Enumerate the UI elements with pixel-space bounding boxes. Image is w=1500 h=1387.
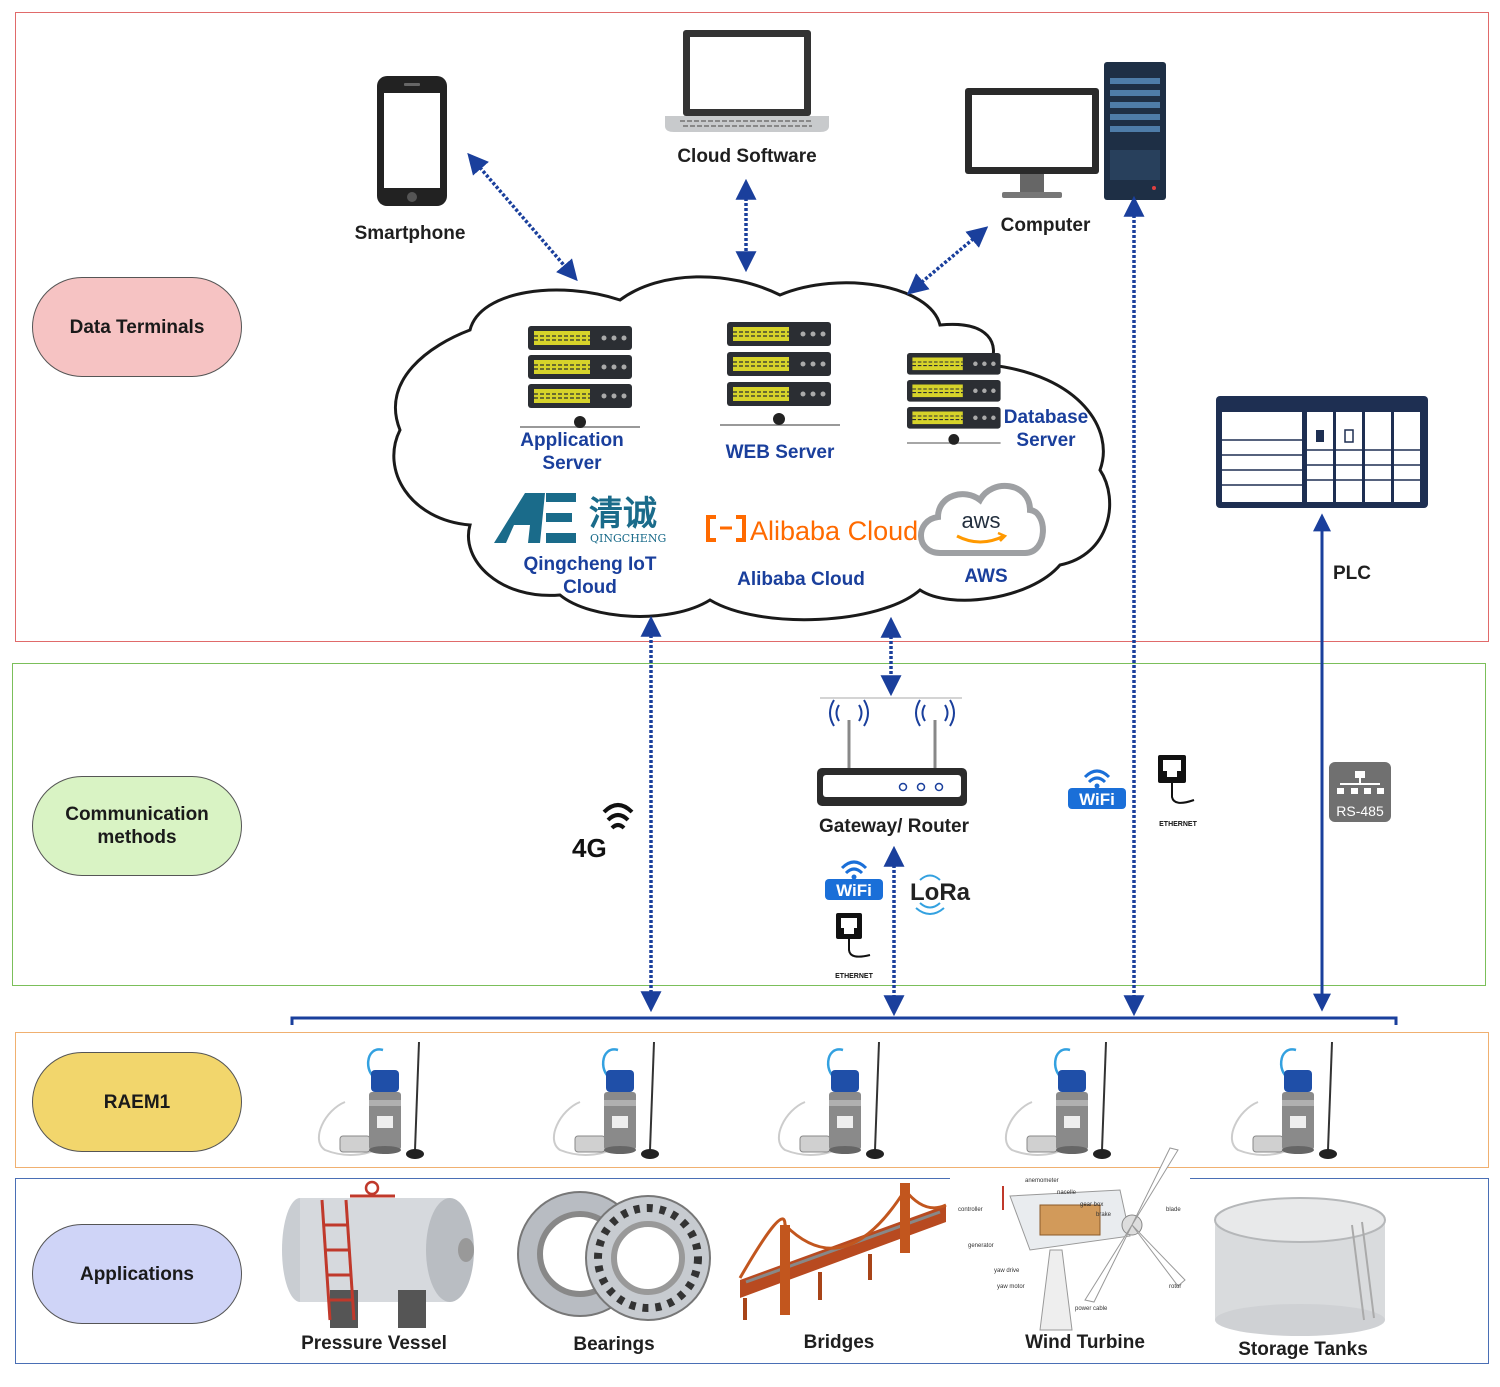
- plc-icon: [1216, 396, 1428, 508]
- laptop-icon: [665, 30, 829, 132]
- wind-turbine-icon: [950, 1147, 1190, 1331]
- turbine-part-labels: anemometer nacelle gear box brake contro…: [958, 1178, 1181, 1312]
- storage-tanks-label: Storage Tanks: [1238, 1339, 1368, 1360]
- data-terminals-label: Data Terminals: [32, 277, 242, 377]
- database-server-label: Database Server: [1003, 407, 1089, 451]
- alibaba-logo-text: Alibaba Cloud: [750, 516, 918, 546]
- storage-tank-icon: [1214, 1197, 1386, 1336]
- bridge-icon: [738, 1183, 947, 1320]
- svg-text:anemometer: anemometer: [1025, 1178, 1059, 1184]
- raem1-layer: [15, 1032, 1489, 1168]
- alibaba-logo-icon: [706, 515, 746, 542]
- svg-text:rotor: rotor: [1169, 1284, 1181, 1290]
- svg-text:generator: generator: [968, 1243, 994, 1249]
- gateway-router-label: Gateway/ Router: [819, 816, 969, 837]
- computer-label: Computer: [1000, 215, 1091, 236]
- bearings-label: Bearings: [573, 1334, 655, 1355]
- raem1-sensor-2: [552, 1040, 661, 1161]
- bridges-label: Bridges: [803, 1332, 875, 1353]
- qingcheng-logo-icon: [494, 493, 576, 543]
- raem1-sensor-1: [317, 1040, 426, 1161]
- qingcheng-iot-cloud-label: Qingcheng IoT Cloud: [523, 554, 657, 598]
- wind-turbine-label: Wind Turbine: [1025, 1332, 1145, 1353]
- wifi-icon: [825, 860, 883, 900]
- rs485-icon: [1329, 762, 1391, 822]
- computer-icon: [965, 62, 1166, 200]
- application-server-icon: [520, 325, 640, 428]
- applications-label: Applications: [32, 1224, 242, 1324]
- data-terminals-layer: [15, 12, 1489, 642]
- svg-text:nacelle: nacelle: [1057, 1190, 1077, 1196]
- database-server-icon: [906, 352, 1002, 445]
- aws-label: AWS: [964, 566, 1008, 587]
- raem1-sensor-3: [777, 1040, 886, 1161]
- raem1-label: RAEM1: [32, 1052, 242, 1152]
- web-server-label: WEB Server: [725, 442, 835, 463]
- svg-text:brake: brake: [1096, 1212, 1112, 1218]
- alibaba-cloud-label: Alibaba Cloud: [737, 569, 865, 590]
- communication-layer: [12, 663, 1486, 986]
- svg-text:gear box: gear box: [1080, 1202, 1103, 1208]
- qingcheng-en-logo: QINGCHENG: [590, 532, 666, 545]
- svg-text:power cable: power cable: [1075, 1306, 1108, 1312]
- lora-label: LoRa: [910, 879, 971, 906]
- wifi-label: WiFi: [836, 881, 872, 900]
- aws-logo-text: aws: [961, 508, 1000, 533]
- communication-methods-label: Communication methods: [32, 776, 242, 876]
- wifi-icon-2: [1068, 769, 1126, 809]
- wifi-label-2: WiFi: [1079, 790, 1115, 809]
- smartphone-icon: [377, 76, 447, 206]
- qingcheng-cn-logo: 清诚: [589, 494, 657, 534]
- svg-text:yaw drive: yaw drive: [994, 1268, 1020, 1274]
- web-server-icon: [720, 321, 840, 426]
- ethernet-label-2: ETHERNET: [1159, 821, 1197, 828]
- rs485-label: RS-485: [1336, 803, 1384, 819]
- ethernet-label: ETHERNET: [835, 973, 873, 980]
- 4g-label: 4G: [572, 833, 607, 863]
- router-icon: [817, 697, 967, 806]
- svg-text:controller: controller: [958, 1207, 983, 1213]
- computer-link: [906, 226, 989, 295]
- applications-layer: [15, 1178, 1489, 1364]
- application-server-label: Application Server: [520, 430, 624, 474]
- device-bus: [290, 1016, 1398, 1025]
- cloud-software-label: Cloud Software: [677, 146, 817, 167]
- smartphone-label: Smartphone: [354, 223, 466, 244]
- ethernet-icon-2: [1158, 755, 1195, 804]
- lora-signal-icon: [915, 874, 945, 915]
- raem1-sensor-5: [1230, 1040, 1339, 1161]
- plc-label: PLC: [1333, 563, 1371, 584]
- raem1-sensor-4: [1004, 1040, 1113, 1161]
- bearings-icon: [517, 1191, 711, 1321]
- svg-text:yaw motor: yaw motor: [997, 1284, 1025, 1290]
- smartphone-link: [467, 152, 578, 282]
- aws-logo-icon: [918, 482, 1046, 556]
- signal-4g-icon: [602, 803, 634, 830]
- pressure-vessel-icon: [282, 1180, 474, 1328]
- pressure-vessel-label: Pressure Vessel: [301, 1333, 447, 1354]
- ethernet-icon: [836, 913, 871, 958]
- svg-text:blade: blade: [1166, 1207, 1181, 1213]
